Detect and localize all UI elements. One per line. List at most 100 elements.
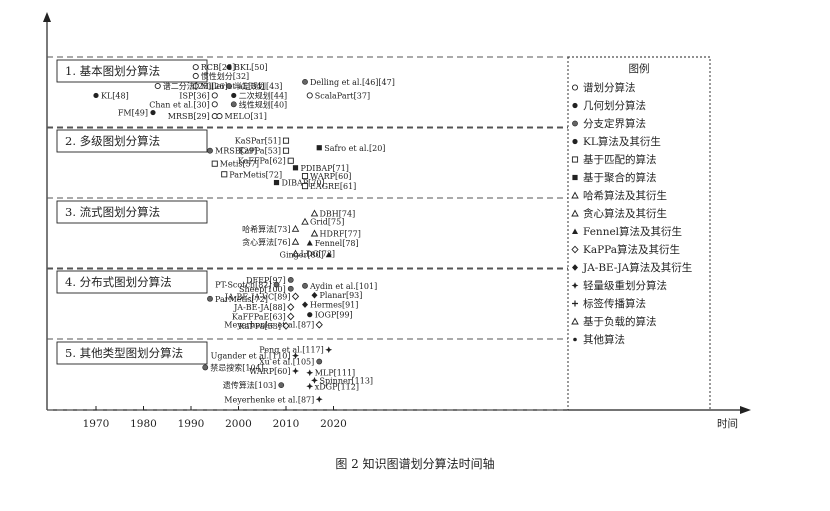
data-point-label: EAGRE[61] [310, 182, 356, 191]
data-point: MELO[31] [216, 112, 267, 121]
open_circle-marker [154, 82, 161, 90]
open_triangle-marker [301, 217, 309, 225]
data-point-label: LDG[73] [301, 250, 336, 259]
data-point: KaPPa[53] [239, 147, 290, 156]
legend-entry: 基于聚合的算法 [572, 171, 657, 184]
legend-entry-label: 分支定界算法 [583, 117, 646, 130]
legend-entry-label: 哈希算法及其衍生 [583, 189, 667, 202]
filled_diamond-marker [302, 301, 308, 308]
data-point-label: ISP[36] [179, 91, 209, 100]
open_triangle_g-marker [571, 209, 579, 217]
legend-entry: 轻量级重划分算法 [571, 279, 667, 292]
section-label-box [56, 270, 208, 294]
data-point-label: 线性规划[40] [239, 99, 287, 109]
legend-entry: KaPPa算法及其衍生 [571, 243, 680, 256]
x-tick-label: 2000 [225, 418, 252, 430]
data-point-label: Delling et al.[46][47] [310, 78, 395, 87]
data-point-label: MRSB[29] [215, 147, 257, 156]
data-point: 遗传算法[103] [223, 380, 285, 390]
y-axis-arrow [43, 12, 51, 22]
data-point-label: MELO[31] [225, 112, 267, 121]
open_diamond-marker [571, 245, 579, 254]
data-point: FM[49] [118, 109, 156, 118]
data-point: MRSB[29] [207, 147, 257, 156]
filled_triangle-marker [572, 228, 578, 234]
filled_square-marker [273, 179, 280, 186]
data-point-label: Aydin et al.[101] [309, 282, 377, 291]
data-point-label: 谱二分法[25][26] [163, 81, 228, 91]
open_square-marker [282, 147, 290, 154]
data-point: Xu et al.[105] [259, 358, 323, 367]
x-tick-label: 1990 [178, 418, 205, 430]
data-point: KaPPa[53] [239, 322, 290, 331]
data-point: 线性规划[40] [230, 99, 287, 109]
gray_circle-marker [273, 281, 280, 288]
data-point: 惯性划分[32] [192, 71, 249, 81]
open_square-marker [221, 171, 228, 178]
open_circle-marker [192, 64, 199, 71]
data-point: JA-BE-JA[88] [233, 303, 295, 312]
gray_circle-marker [226, 83, 232, 89]
legend-box [567, 56, 711, 411]
gray_circle-marker [302, 282, 308, 289]
data-point-label: KaFFPaE[63] [232, 312, 286, 321]
legend-entry-label: 几何划分算法 [583, 99, 646, 112]
data-point-label: Ginger[80] [280, 251, 324, 260]
data-point: PDIBAP[71] [292, 164, 349, 173]
data-point-label: RCB[28] [201, 63, 235, 72]
legend-entry-label: 贪心算法及其衍生 [583, 207, 667, 220]
data-point-label: 惯性划分[32] [201, 71, 249, 81]
open_diamond-marker [287, 312, 295, 321]
data-point-label: xDGP[112] [315, 382, 359, 391]
data-point: 贪心算法[76] [242, 237, 300, 247]
section-label-box [56, 129, 208, 153]
data-point-label: MRSB[29] [168, 112, 210, 121]
data-point-label: Sheep[100] [239, 285, 286, 294]
data-point: Sheep[100] [239, 285, 294, 294]
x-axis-arrow [740, 406, 751, 414]
open_diamond-marker [291, 292, 300, 301]
data-point-label: Chan et al.[30] [149, 100, 210, 109]
data-point-label: MLP[111] [315, 369, 355, 378]
star-marker [292, 352, 299, 360]
filled_square-marker [292, 165, 299, 171]
data-point-label: ScalaPart[37] [315, 91, 370, 100]
data-point-label: ParMetis[72] [215, 295, 268, 304]
gray_circle-marker [316, 358, 323, 365]
data-point: KaFFPaE[63] [232, 312, 295, 321]
open_diamond-marker [287, 303, 295, 311]
legend-entry-label: 标签传播算法 [583, 297, 646, 310]
gray_circle-marker [302, 78, 308, 85]
data-point-label: PT-Scotch[82] [215, 281, 271, 290]
data-point: Delling et al.[46][47] [302, 78, 395, 87]
data-point: 谱二分法[25][26] [154, 81, 228, 91]
data-point-label: BKL[50] [234, 63, 268, 72]
data-point-label: Grid[75] [310, 218, 344, 227]
section-label: 3. 流式图划分算法 [65, 205, 160, 219]
data-point-label: Miller et al.[34] [201, 82, 265, 91]
data-point: WARP[60] [249, 367, 299, 376]
open_square-marker [282, 137, 290, 144]
data-point: xDGP[112] [306, 382, 359, 391]
data-point-label: 哈希算法[73] [242, 224, 290, 234]
star-marker [306, 382, 314, 390]
data-point-label: Spinner[113] [320, 376, 374, 385]
data-point: Ugander et al.[110] [211, 352, 299, 361]
section-label: 4. 分布式图划分算法 [65, 275, 172, 289]
section-label-box [56, 59, 208, 83]
open_circle-marker [192, 82, 199, 90]
data-point: Ginger[80] [280, 251, 332, 260]
data-point-label: KaPPa[53] [239, 147, 281, 156]
legend-entry-label: 基于负载的算法 [583, 315, 657, 328]
data-point: ParMetis[72] [221, 170, 282, 179]
data-point: Metis[57] [211, 160, 259, 169]
gray_circle-marker [572, 120, 578, 127]
open_circle-marker [216, 113, 223, 120]
star-marker [311, 377, 318, 384]
data-point: ScalaPart[37] [306, 91, 370, 100]
open_diamond-marker [315, 320, 323, 329]
data-point-label: Metis[57] [220, 160, 259, 169]
